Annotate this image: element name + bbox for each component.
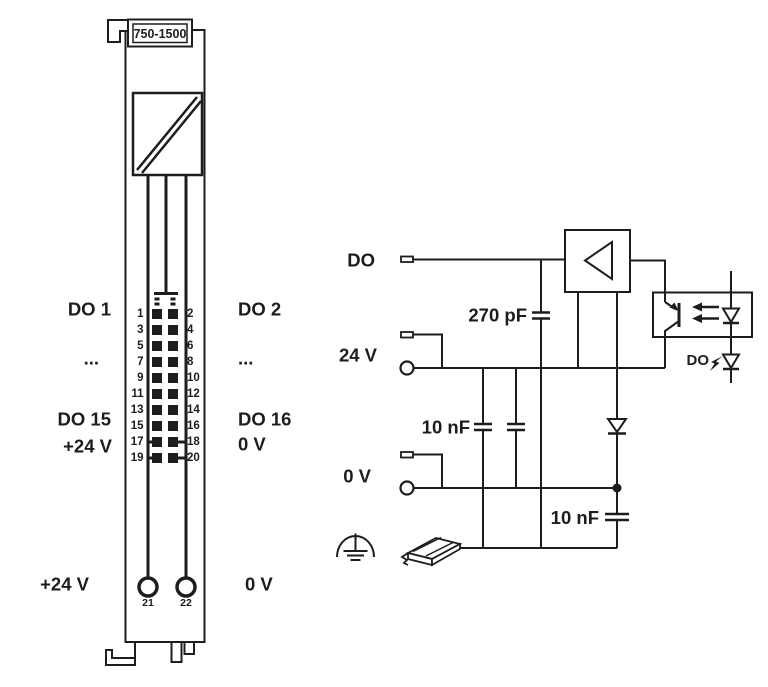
24v-terminal-circle xyxy=(399,360,415,376)
pin-contact-field xyxy=(152,297,178,463)
supply-0v: 0 V xyxy=(343,451,617,496)
cap-10nf-out: 10 nF xyxy=(551,488,629,548)
pin-number: 15 xyxy=(131,420,144,432)
pin-number: 9 xyxy=(137,372,143,384)
pin-number: 6 xyxy=(187,340,193,352)
0v-terminal-circle xyxy=(399,480,415,496)
lightning-icon xyxy=(710,356,723,371)
diode xyxy=(606,418,628,488)
cap-10nf-b xyxy=(507,368,525,488)
pin-number: 14 xyxy=(187,404,200,416)
circuit-schematic: DO 270 pF 24 V xyxy=(336,229,753,567)
supply-24v-label: 24 V xyxy=(339,345,378,366)
pin-number: 4 xyxy=(187,324,194,336)
label-do16: DO 16 xyxy=(238,409,291,430)
pin-number: 1 xyxy=(137,308,144,320)
label-do2: DO 2 xyxy=(238,299,281,320)
label-do1: DO 1 xyxy=(68,299,111,320)
cap-10nf-a: 10 nF xyxy=(422,368,492,548)
pin-number: 10 xyxy=(187,372,200,384)
pin-number: 7 xyxy=(137,356,143,368)
bottom-latch-icon xyxy=(105,642,136,666)
cap-10nf-label: 10 nF xyxy=(422,417,470,438)
pin-number: 12 xyxy=(187,388,200,400)
driver-output-line xyxy=(630,259,666,302)
status-led-icon xyxy=(721,353,741,370)
label-ellipsis-left: ... xyxy=(84,348,99,369)
0v-contact-icon xyxy=(400,451,414,459)
part-number: 750-1500 xyxy=(134,27,187,41)
channel-labels: DO 1 ... DO 15 +24 V +24 V DO 2 ... DO 1… xyxy=(40,299,291,595)
cap-270pf: 270 pF xyxy=(468,259,550,548)
cap-10nf-out-label: 10 nF xyxy=(551,507,599,528)
label-do15: DO 15 xyxy=(58,409,111,430)
diode-icon xyxy=(606,418,628,434)
pin-number: 2 xyxy=(187,308,193,320)
pin-number: 17 xyxy=(131,436,144,448)
din-rail-icon xyxy=(400,536,463,567)
24v-contact-icon xyxy=(400,331,414,339)
status-led-label: DO xyxy=(687,352,710,369)
light-arrows-icon xyxy=(692,302,719,323)
bottom-tab-1 xyxy=(170,641,183,663)
pin-number: 20 xyxy=(187,452,200,464)
do-contact-icon xyxy=(400,255,414,263)
terminal-22 xyxy=(175,576,197,598)
pin-number: 19 xyxy=(131,452,144,464)
bottom-tab-2 xyxy=(183,641,195,655)
phototransistor-icon xyxy=(664,301,681,368)
io-module-drawing: 750-1500 xyxy=(40,18,291,666)
terminal-21 xyxy=(137,576,159,598)
status-led: DO xyxy=(687,352,741,383)
pin-numbers: 1 3 5 7 9 11 13 15 17 19 2 4 6 8 10 12 1… xyxy=(131,308,201,464)
supply-0v-label: 0 V xyxy=(343,466,371,487)
earth-ground-icon xyxy=(336,533,375,561)
do-input-label: DO xyxy=(347,250,375,271)
top-latch-icon xyxy=(107,19,127,43)
pin-number: 8 xyxy=(187,356,194,368)
pin-number: 18 xyxy=(187,436,200,448)
internal-wires xyxy=(146,175,188,578)
pin-number: 11 xyxy=(131,388,144,400)
label-plus24v: +24 V xyxy=(63,436,113,457)
do-input: DO xyxy=(347,250,565,271)
label-feed-0v: 0 V xyxy=(245,574,273,595)
label-feed-plus24v: +24 V xyxy=(40,574,90,595)
cap-270pf-label: 270 pF xyxy=(468,305,527,326)
label-0v: 0 V xyxy=(238,434,266,455)
optocoupler-box xyxy=(652,291,753,338)
opto-led-icon xyxy=(721,271,741,355)
supply-24v: 24 V xyxy=(339,331,665,376)
pin-number: 16 xyxy=(187,420,200,432)
pin-number: 13 xyxy=(131,404,144,416)
feed-terminals: 21 22 xyxy=(137,576,197,609)
amplifier-triangle-icon xyxy=(583,240,613,281)
pin-number: 5 xyxy=(137,340,144,352)
power-supply-icon xyxy=(131,91,204,177)
pin-number: 3 xyxy=(137,324,143,336)
optocoupler xyxy=(652,271,753,368)
part-number-inner-box xyxy=(132,23,188,44)
terminal-number: 21 xyxy=(142,597,154,609)
terminal-number: 22 xyxy=(180,597,192,609)
label-ellipsis-right: ... xyxy=(238,348,253,369)
driver-box xyxy=(564,229,666,419)
